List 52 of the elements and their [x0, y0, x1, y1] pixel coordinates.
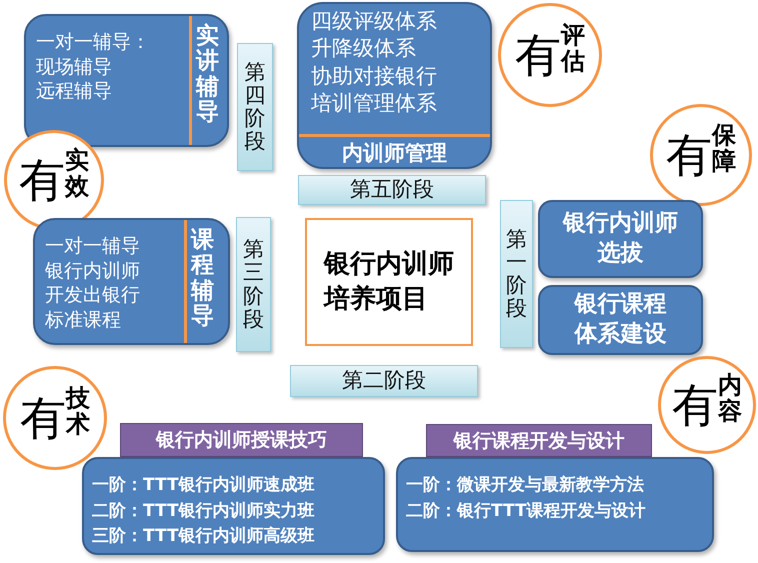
title-box	[305, 218, 473, 346]
badge-caption: 保障	[712, 122, 736, 174]
badge-caption: 评估	[561, 22, 585, 74]
course-panel	[82, 457, 385, 555]
stage-bar	[237, 43, 273, 171]
panel-text: 银行内训师开发出银行标准课程	[45, 258, 140, 333]
badge-char: 有	[20, 395, 66, 441]
stage-label: 第四阶段	[244, 60, 266, 154]
panel-text: 一对一辅导	[45, 234, 140, 259]
badge-char: 有	[515, 32, 561, 78]
section-tab	[426, 424, 652, 457]
panel-text: 升降级体系	[311, 35, 417, 62]
stage-bar	[298, 175, 486, 205]
stage-bar	[236, 217, 271, 352]
badge-caption: 技术	[66, 384, 90, 438]
badge-char: 有	[672, 382, 718, 428]
stage-label: 第三阶段	[243, 238, 264, 331]
section-tab	[120, 423, 363, 457]
tab-title: 银行课程开发与设计	[454, 428, 624, 454]
panel-text: 协助对接银行	[311, 62, 437, 90]
project-title: 银行内训师培养项目	[324, 248, 454, 316]
panel-text: 银行内训师选拔	[563, 209, 678, 268]
course-item: 一阶：TTT银行内训师速成班	[92, 474, 316, 497]
course-item: 二阶：TTT银行内训师实力班	[92, 500, 316, 522]
panel-heading: 实讲辅导	[196, 24, 219, 126]
info-panel	[297, 2, 492, 169]
panel-text: 四级评级体系	[311, 8, 437, 35]
course-panel	[396, 457, 714, 552]
info-panel	[33, 218, 230, 345]
badge-caption: 实效	[65, 146, 89, 200]
course-item: 一阶：微课开发与最新教学方法	[406, 474, 645, 497]
course-item: 二阶：银行TTT课程开发与设计	[406, 500, 647, 522]
info-panel	[538, 200, 703, 278]
stage-label: 第二阶段	[342, 369, 426, 393]
info-panel	[538, 285, 703, 355]
stage-bar	[290, 365, 478, 397]
info-panel	[24, 14, 229, 147]
panel-text: 远程辅导	[36, 79, 113, 104]
course-item: 三阶：TTT银行内训师高级班	[92, 525, 316, 548]
badge-char: 有	[19, 157, 65, 203]
panel-text: 培训管理体系	[311, 90, 437, 117]
panel-text: 银行课程体系建设	[574, 290, 666, 349]
stage-bar	[500, 200, 533, 348]
stage-label: 第一阶段	[506, 228, 527, 320]
panel-heading: 内训师管理	[341, 140, 448, 167]
panel-heading: 课程辅导	[191, 228, 214, 330]
tab-title: 银行内训师授课技巧	[156, 428, 327, 453]
panel-text: 一对一辅导：	[36, 30, 150, 55]
badge-char: 有	[666, 132, 712, 178]
badge-caption: 内容	[718, 372, 742, 424]
panel-text: 现场辅导	[36, 54, 113, 80]
stage-label: 第五阶段	[350, 178, 434, 202]
